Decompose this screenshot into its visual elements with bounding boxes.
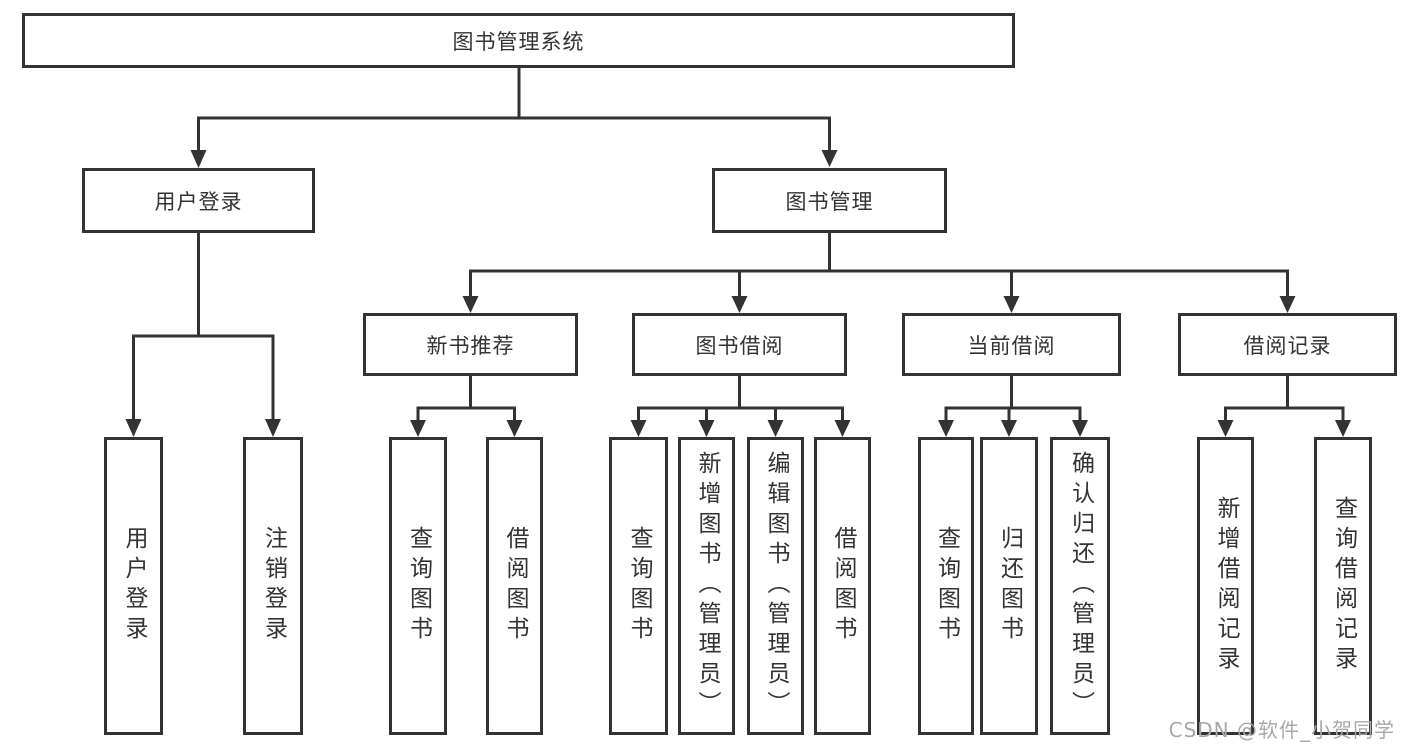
node-label: 用户登录 — [121, 526, 147, 646]
node-search-books-current: 查询图书 — [918, 437, 974, 735]
node-new-book-recommend: 新书推荐 — [363, 313, 578, 376]
connector-user-login-children — [132, 233, 275, 420]
node-add-borrow-record: 新增借阅记录 — [1197, 437, 1254, 735]
node-edit-book-admin: 编辑图书（管理员） — [747, 437, 804, 735]
node-book-management: 图书管理 — [712, 168, 947, 233]
node-label: 查询图书 — [405, 526, 432, 646]
node-borrowing-records: 借阅记录 — [1178, 313, 1397, 376]
node-logout-leaf: 注销登录 — [243, 437, 303, 735]
node-label: 借阅图书 — [830, 526, 856, 646]
node-user-login: 用户登录 — [82, 168, 315, 233]
node-search-books-recommend: 查询图书 — [389, 437, 447, 735]
node-label: 借阅图书 — [502, 526, 528, 646]
node-confirm-return-admin: 确认归还（管理员） — [1050, 437, 1110, 735]
node-search-books-borrowing: 查询图书 — [609, 437, 668, 735]
node-label: 当前借阅 — [967, 333, 1056, 358]
node-library-management-system: 图书管理系统 — [22, 13, 1015, 68]
node-label: 查询图书 — [626, 526, 652, 646]
connector-root-to-level2 — [197, 68, 831, 151]
connector-book-management-children — [469, 233, 1289, 298]
node-add-book-admin: 新增图书（管理员） — [678, 437, 735, 735]
node-label: 新增图书（管理员） — [694, 451, 720, 721]
node-return-books: 归还图书 — [980, 437, 1038, 735]
node-label: 查询图书 — [933, 526, 960, 646]
node-current-borrowing: 当前借阅 — [902, 313, 1121, 376]
connector-current-borrowing-children — [944, 376, 1082, 421]
connector-book-borrowing-children — [637, 376, 844, 421]
node-borrow-books-recommend: 借阅图书 — [486, 437, 543, 735]
node-label: 图书借阅 — [695, 333, 784, 358]
node-label: 新书推荐 — [426, 333, 515, 358]
node-label: 借阅记录 — [1243, 333, 1332, 358]
node-label: 用户登录 — [154, 189, 243, 214]
node-label: 图书管理系统 — [452, 29, 585, 54]
node-book-borrowing: 图书借阅 — [632, 313, 847, 376]
node-search-borrow-record: 查询借阅记录 — [1314, 437, 1372, 735]
connector-borrowing-records-children — [1224, 376, 1345, 421]
connector-new-book-recommend-children — [416, 376, 516, 421]
node-label: 新增借阅记录 — [1213, 496, 1239, 676]
node-borrow-books: 借阅图书 — [814, 437, 871, 735]
node-label: 查询借阅记录 — [1330, 496, 1357, 676]
node-label: 确认归还（管理员） — [1067, 451, 1094, 721]
csdn-watermark: CSDN @软件_小贺同学 — [1168, 718, 1395, 742]
node-label: 注销登录 — [260, 526, 287, 646]
node-label: 编辑图书（管理员） — [763, 451, 789, 721]
node-label: 图书管理 — [785, 189, 874, 214]
node-user-login-leaf: 用户登录 — [104, 437, 163, 735]
node-label: 归还图书 — [996, 526, 1023, 646]
